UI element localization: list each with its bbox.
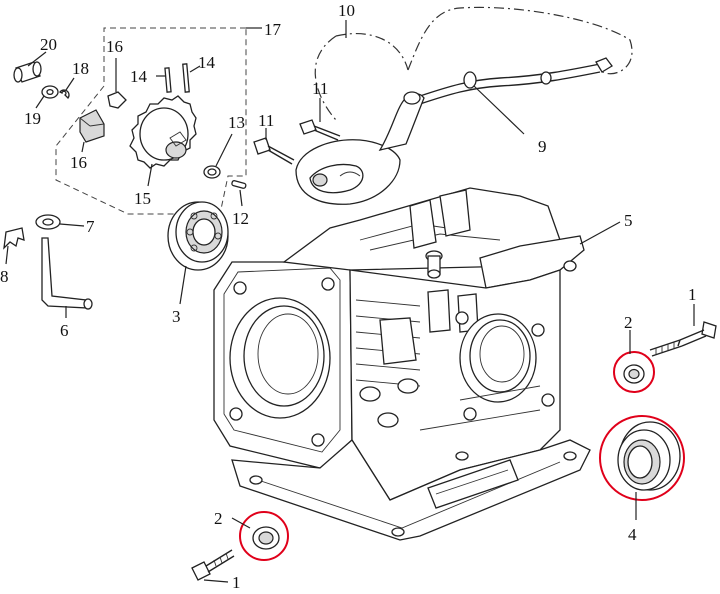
callout-18: 18: [72, 59, 89, 78]
callout-16-upper: 16: [106, 37, 123, 56]
part-11-bolt-upper: [299, 98, 341, 141]
part-19-washer: [35, 85, 59, 109]
part-1-bolt-lower: [191, 549, 235, 583]
part-15-governor-gear: [129, 95, 197, 187]
callout-9: 9: [538, 137, 547, 156]
callout-14-right: 14: [198, 53, 216, 72]
callout-3: 3: [172, 307, 181, 326]
callout-7: 7: [86, 217, 95, 236]
callout-4: 4: [628, 525, 637, 544]
part-14-pins: [156, 63, 201, 93]
part-9-hose: [419, 57, 613, 135]
callout-20: 20: [40, 35, 57, 54]
callout-1-lower: 1: [232, 573, 241, 592]
callout-8: 8: [0, 267, 9, 286]
callout-14-left: 14: [130, 67, 148, 86]
part-11-bolt-lower: [253, 128, 295, 165]
part-18-clip: [59, 77, 75, 99]
part-1-bolt-upper: [649, 304, 717, 357]
callout-13: 13: [228, 113, 245, 132]
part-2-oil-seal-upper: [613, 330, 655, 393]
callout-15: 15: [134, 189, 151, 208]
callout-11-upper: 11: [312, 79, 328, 98]
part-8-clip: [3, 227, 25, 265]
callout-6: 6: [60, 321, 69, 340]
part-4-oil-seal-large: [599, 415, 685, 520]
governor-assembly-group: [55, 27, 262, 215]
part-7-washer: [35, 214, 85, 230]
callout-10: 10: [338, 1, 355, 20]
part-2-oil-seal-lower: [231, 511, 289, 561]
callout-17: 17: [264, 20, 282, 39]
part-3-bearing: [167, 201, 229, 305]
part-13-ring: [203, 133, 233, 179]
part-16-governor-weight: [79, 109, 105, 153]
callout-11-lower: 11: [258, 111, 274, 130]
callout-2-lower: 2: [214, 509, 223, 528]
callout-1-upper: 1: [688, 285, 697, 304]
part-6-oil-pipe: [41, 237, 93, 318]
callout-16-lower: 16: [70, 153, 87, 172]
part-10-breather-cable: [314, 6, 633, 121]
part-16-governor-slider: [107, 58, 127, 109]
crankcase-block: [213, 187, 621, 541]
callout-labels: 20 19 18 16 16 14 14 15 17 13 12 10 11 1…: [0, 1, 697, 592]
part-20-pin: [13, 51, 47, 83]
callout-2-upper: 2: [624, 313, 633, 332]
callout-5: 5: [624, 211, 633, 230]
part-11-breather-body: [295, 91, 425, 205]
callout-12: 12: [232, 209, 249, 228]
part-12-pin: [231, 180, 247, 207]
callout-19: 19: [24, 109, 41, 128]
